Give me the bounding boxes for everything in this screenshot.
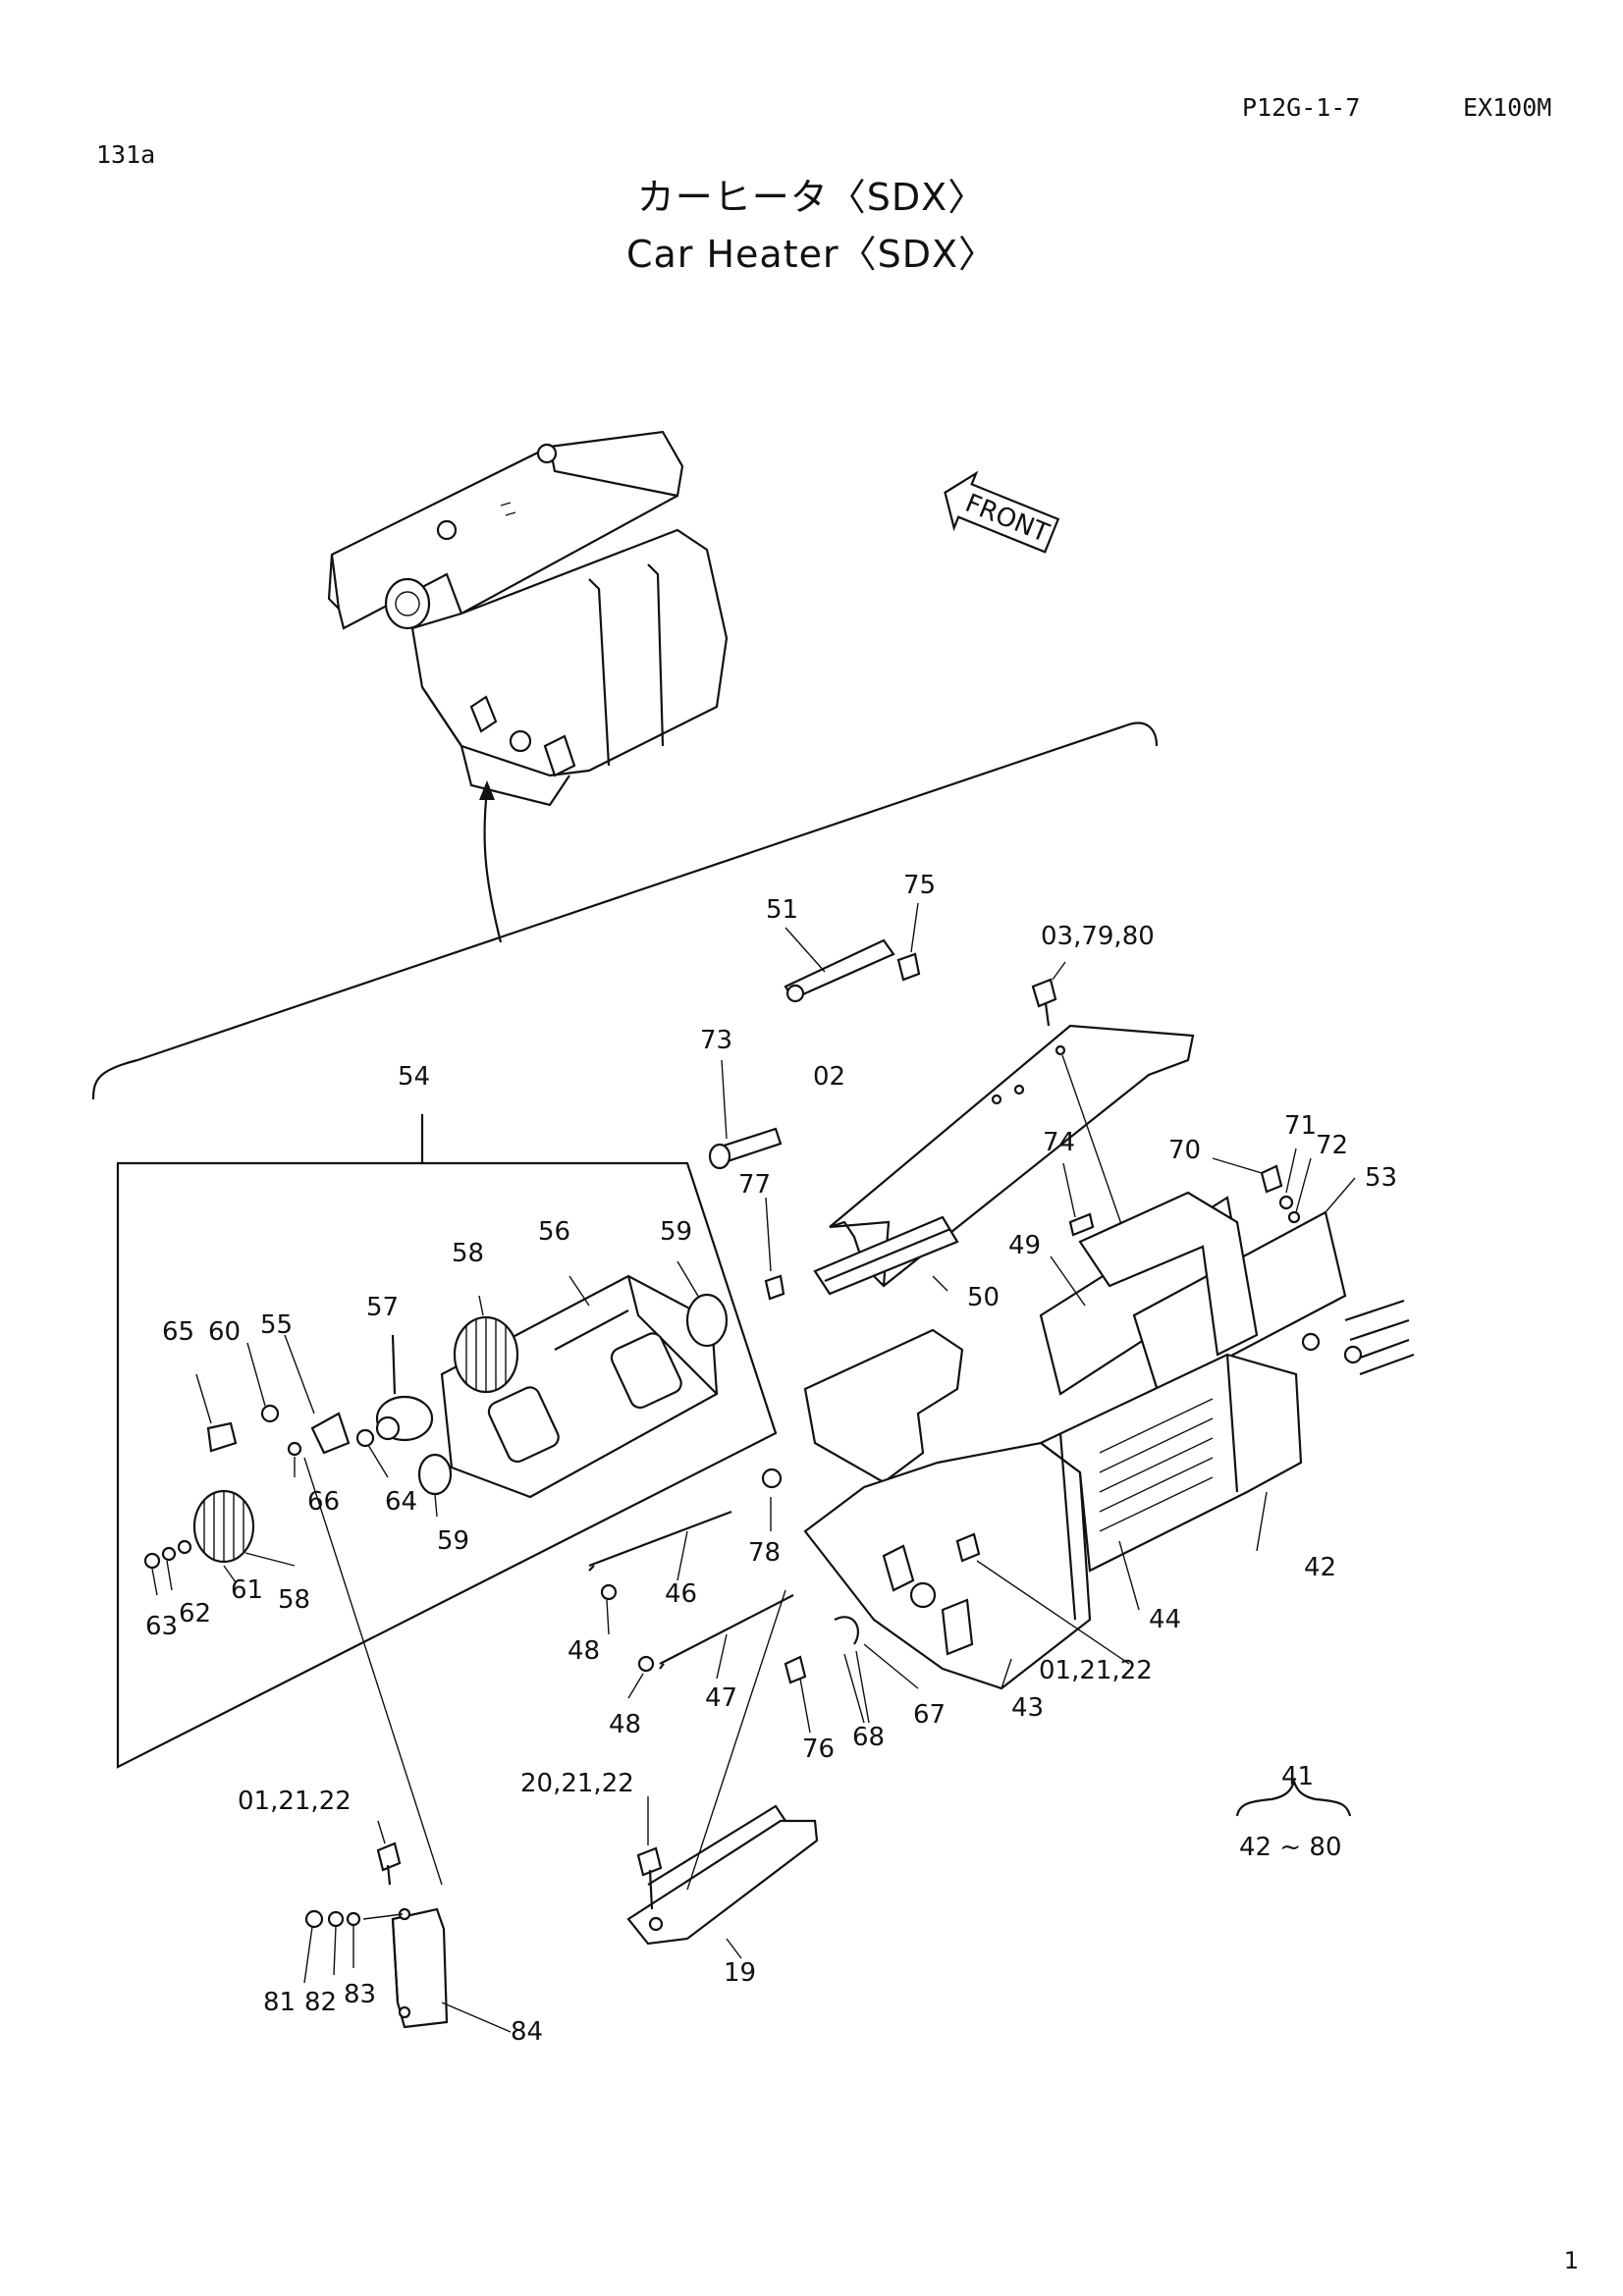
callout-46: 46 (665, 1579, 697, 1609)
callout-42-80: 42 ~ 80 (1239, 1833, 1341, 1862)
callout-71: 71 (1284, 1111, 1317, 1141)
figure-id: 131a (96, 140, 156, 169)
bracket-84-assembly (303, 1457, 512, 2033)
page-code: P12G-1-7 (1242, 93, 1361, 122)
callout-72: 72 (1316, 1131, 1348, 1160)
callout-01-21-22-center: 01,21,22 (1039, 1656, 1153, 1685)
callout-03-79-80: 03,79,80 (1041, 922, 1155, 951)
callout-41: 41 (1281, 1762, 1314, 1791)
callout-62: 62 (179, 1599, 211, 1629)
callout-54: 54 (398, 1062, 430, 1092)
title-english: Car Heater〈SDX〉 (625, 233, 998, 276)
front-direction-arrow: FRONT (944, 470, 1060, 554)
callout-55: 55 (260, 1310, 293, 1340)
callout-20-21-22: 20,21,22 (520, 1769, 634, 1798)
callout-67: 67 (913, 1700, 946, 1730)
range-brace (1235, 1778, 1352, 1817)
callout-01-21-22-left: 01,21,22 (238, 1787, 352, 1816)
callout-44: 44 (1149, 1605, 1181, 1634)
callout-73: 73 (700, 1026, 732, 1055)
callout-57: 57 (366, 1293, 399, 1322)
callout-50: 50 (967, 1283, 1000, 1312)
callout-82: 82 (304, 1988, 337, 2017)
callout-43: 43 (1011, 1693, 1044, 1723)
callout-65: 65 (162, 1317, 194, 1347)
callout-61: 61 (231, 1575, 263, 1605)
assembled-heater-illustration (327, 430, 729, 943)
page-number: 1 (1563, 2247, 1579, 2274)
callout-81: 81 (263, 1988, 296, 2017)
title-japanese: カーヒータ〈SDX〉 (636, 176, 987, 219)
callout-47: 47 (705, 1683, 737, 1713)
separator-curve (91, 721, 1159, 1100)
callout-75: 75 (903, 871, 936, 900)
callout-83: 83 (344, 1980, 376, 2009)
callout-48-upper: 48 (568, 1636, 600, 1666)
model-code: EX100M (1463, 93, 1552, 122)
fan-subassembly-54 (116, 1114, 778, 1769)
callout-70: 70 (1168, 1136, 1201, 1165)
callout-64: 64 (385, 1487, 417, 1517)
callout-59-bottom: 59 (437, 1526, 469, 1556)
callout-63: 63 (145, 1612, 178, 1641)
callout-60: 60 (208, 1317, 241, 1347)
callout-19: 19 (724, 1958, 756, 1988)
callout-68: 68 (852, 1723, 885, 1752)
callout-49: 49 (1008, 1231, 1041, 1260)
callout-74: 74 (1043, 1128, 1075, 1157)
callout-58-bottom: 58 (278, 1585, 310, 1615)
main-heater-unit (588, 902, 1415, 1959)
callout-02: 02 (813, 1062, 845, 1092)
callout-56: 56 (538, 1217, 570, 1247)
callout-59-top: 59 (660, 1217, 692, 1247)
callout-66: 66 (307, 1487, 340, 1517)
callout-58-top: 58 (452, 1239, 484, 1268)
callout-84: 84 (511, 2017, 543, 2047)
callout-42: 42 (1304, 1553, 1336, 1582)
callout-78: 78 (748, 1538, 781, 1568)
callout-76: 76 (802, 1735, 835, 1764)
callout-48-lower: 48 (609, 1710, 641, 1739)
callout-77: 77 (738, 1170, 771, 1200)
callout-53: 53 (1365, 1163, 1397, 1193)
callout-51: 51 (766, 895, 798, 925)
